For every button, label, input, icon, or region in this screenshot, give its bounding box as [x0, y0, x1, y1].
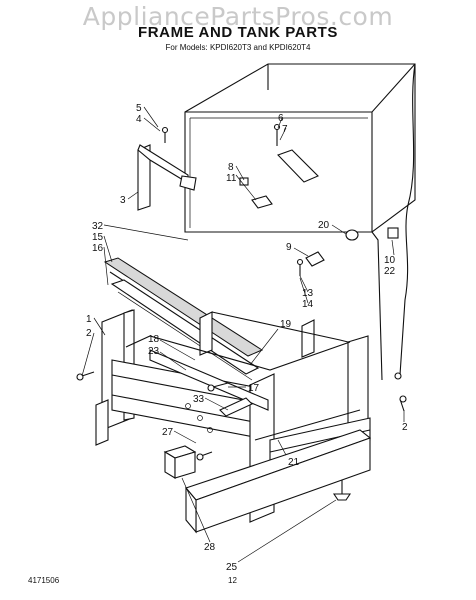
diagram-subtitle: For Models: KPDI620T3 and KPDI620T4 — [165, 43, 311, 52]
callout-label: 1 — [86, 314, 92, 325]
frame — [95, 309, 371, 523]
callout-labels: 5 4 6 7 8 11 3 20 9 10 22 32 15 16 13 14… — [86, 103, 408, 573]
callout-label: 2 — [402, 422, 408, 433]
part-3-bracket — [137, 144, 197, 211]
callout-label: 4 — [136, 114, 142, 125]
callout-label: 13 — [302, 288, 314, 299]
callout-label: 20 — [318, 220, 330, 231]
callout-label: 6 — [278, 113, 284, 124]
callout-label: 21 — [288, 457, 300, 468]
callout-label: 18 — [148, 334, 160, 345]
part-25-base — [185, 429, 372, 534]
watermark: AppliancePartsPros.com — [82, 2, 394, 31]
callout-label: 25 — [226, 562, 238, 573]
callout-label: 27 — [162, 427, 174, 438]
page-number: 12 — [228, 576, 237, 585]
side-rails — [103, 257, 264, 381]
callout-label: 19 — [280, 319, 292, 330]
top-hardware — [161, 123, 399, 276]
small-parts — [76, 371, 407, 501]
callout-label: 32 — [92, 221, 104, 232]
document-number: 4171506 — [28, 576, 60, 585]
callout-label: 28 — [204, 542, 216, 553]
callout-label: 9 — [286, 242, 292, 253]
callout-label: 33 — [193, 394, 205, 405]
callout-label: 7 — [282, 124, 288, 135]
callout-label: 17 — [248, 383, 260, 394]
callout-label: 10 — [384, 255, 396, 266]
leader-lines — [81, 106, 405, 563]
callout-label: 15 — [92, 232, 104, 243]
callout-label: 2 — [86, 328, 92, 339]
callout-label: 5 — [136, 103, 142, 114]
callout-label: 22 — [384, 266, 396, 277]
diagram-title: FRAME AND TANK PARTS — [137, 24, 339, 41]
callout-label: 8 — [228, 162, 234, 173]
callout-label: 3 — [120, 195, 126, 206]
callout-label: 11 — [226, 173, 237, 184]
callout-label: 23 — [148, 346, 160, 357]
callout-label: 16 — [92, 243, 104, 254]
callout-label: 14 — [302, 299, 314, 310]
tank — [184, 63, 416, 381]
